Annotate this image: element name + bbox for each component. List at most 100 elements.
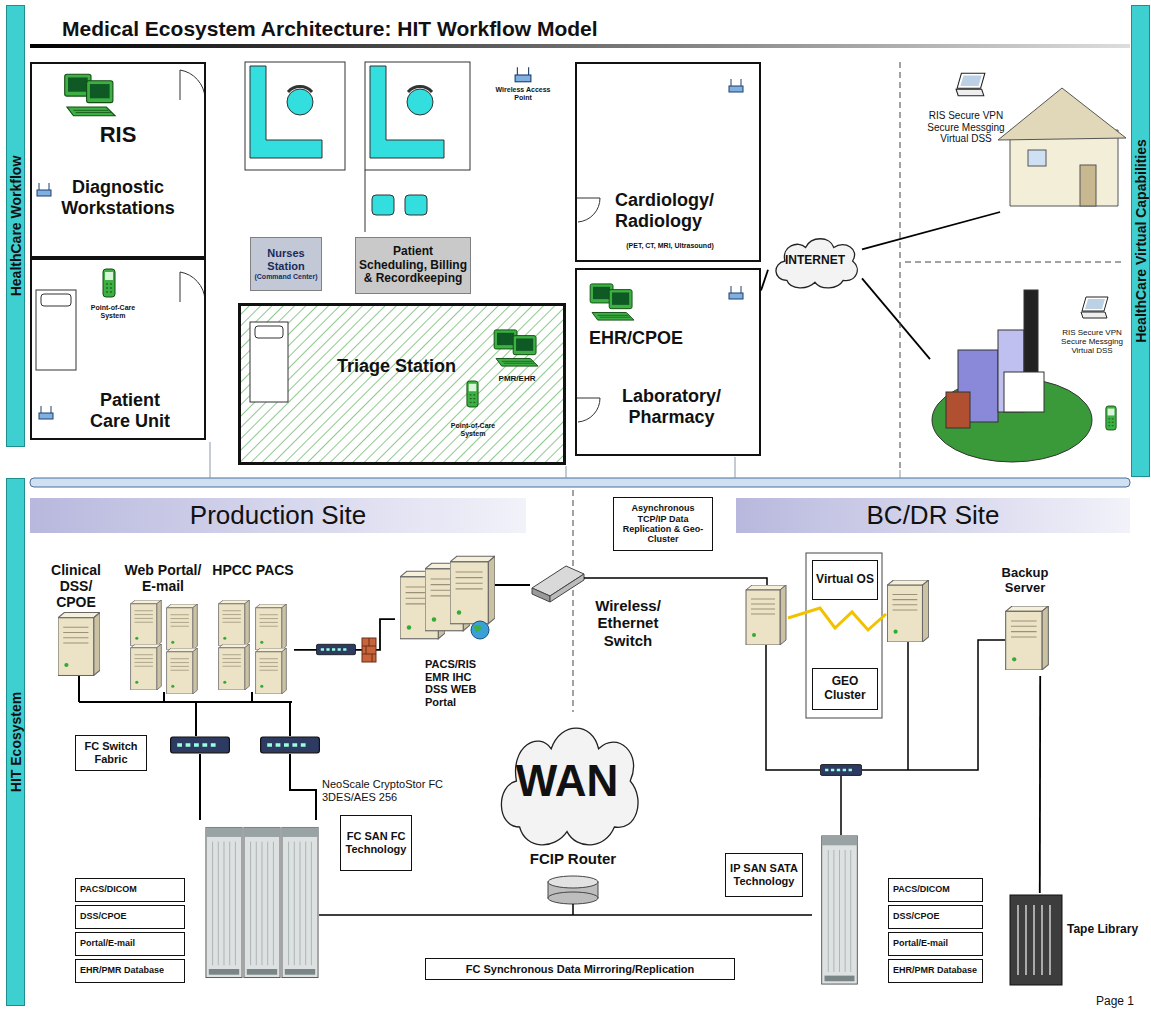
switch-icon <box>316 644 355 654</box>
site-banner: BC/DR Site <box>736 498 1130 533</box>
node-text: Diagnostic Workstations <box>40 177 196 218</box>
house-illustration <box>998 88 1126 206</box>
storage-rack <box>282 827 318 977</box>
cubicle-furniture <box>287 89 313 115</box>
lightning-link <box>788 608 886 630</box>
node-text: HPCC PACS <box>212 562 294 578</box>
handheld-icon <box>1106 406 1116 430</box>
server-icon <box>746 585 786 645</box>
node-text: PMR/EHR <box>487 374 547 383</box>
server-icon <box>219 644 250 690</box>
server-icon <box>167 604 198 650</box>
backbone-tube <box>30 478 1130 487</box>
node-text: Backup Server <box>985 566 1065 596</box>
node-text: Triage Station <box>329 356 464 377</box>
router: FCIP Router <box>525 850 621 908</box>
software-box: GEO Cluster <box>812 668 878 710</box>
node-text: Nurses Station <box>254 247 318 272</box>
fc-switch-icon <box>261 737 320 753</box>
workstation-icon <box>494 330 538 366</box>
bed <box>250 322 288 402</box>
wireless-switch-icon <box>550 574 584 602</box>
firewall-icon <box>362 638 376 662</box>
node-text: HealthCare Workflow <box>7 156 23 297</box>
node-text: WAN <box>516 756 619 807</box>
globe-icon <box>471 621 489 639</box>
door <box>180 70 205 100</box>
city-illustration <box>1004 372 1044 412</box>
node-text: Cardiology/ Radiology <box>615 190 755 231</box>
node-text: (PET, CT, MRI, Ultrasound) <box>595 242 745 250</box>
server-cluster: PACS/RIS EMR IHC DSS WEB Portal <box>395 540 495 720</box>
server-icon <box>131 644 162 690</box>
access-point-icon <box>729 79 743 92</box>
node-text: RIS Secure VPN Secure Messging Virtual D… <box>1056 328 1128 356</box>
workstation-icon <box>590 284 634 320</box>
node-text: IP SAN SATA Technology <box>729 862 799 887</box>
router-icon <box>548 892 598 904</box>
door <box>577 398 600 422</box>
node-text: GEO Cluster <box>816 675 874 703</box>
node-text: FC Synchronous Data Mirroring/Replicatio… <box>466 963 695 976</box>
cubicle-furniture <box>250 66 322 158</box>
door <box>180 272 205 302</box>
node-text: Patient Scheduling, Billing & Recordkeep… <box>359 245 467 286</box>
internet-cloud: INTERNET <box>768 232 862 290</box>
node-text: Patient Care Unit <box>80 390 180 431</box>
server: Clinical DSS/ CPOE <box>40 562 112 680</box>
house-illustration <box>998 88 1126 140</box>
sync-wire <box>319 904 812 915</box>
storage-rack <box>244 827 280 977</box>
storage-rack <box>206 827 242 977</box>
node-text: FC SAN FC Technology <box>344 830 408 855</box>
storage-rack <box>206 827 857 984</box>
wan-cloud: WAN <box>488 712 646 850</box>
cubicle-furniture <box>365 62 470 170</box>
node-text: BC/DR Site <box>867 501 1000 531</box>
note-box: FC Synchronous Data Mirroring/Replicatio… <box>425 958 735 980</box>
handheld-icon <box>467 381 478 407</box>
server-icon <box>256 604 287 650</box>
software-box: Virtual OS <box>812 560 878 600</box>
bed <box>41 294 71 306</box>
server-icon <box>219 600 250 646</box>
city-illustration <box>946 392 970 428</box>
note-box: FC SAN FC Technology <box>340 815 412 871</box>
bed <box>255 326 283 338</box>
network-link <box>862 212 1000 249</box>
laptop-icon <box>1081 297 1108 318</box>
access-point-icon <box>37 183 51 196</box>
note-box: FC Switch Fabric <box>75 735 147 771</box>
room: RISDiagnostic Workstations <box>30 62 206 258</box>
router-icon <box>548 876 598 904</box>
server-icon <box>167 648 198 694</box>
device-label: NeoScale CryptoStor FC 3DES/AES 256 <box>322 778 467 803</box>
router-icon <box>548 876 598 888</box>
node-text: Asynchronous TCP/IP Data Replication & G… <box>617 503 709 544</box>
note-box: IP SAN SATA Technology <box>725 853 803 897</box>
cubicle-furniture <box>372 195 394 215</box>
side-band: HealthCare Workflow <box>6 5 25 447</box>
handheld-icon <box>103 269 115 297</box>
diagram-title: Medical Ecosystem Architecture: HIT Work… <box>62 17 598 41</box>
firewall-icon <box>362 638 376 662</box>
door <box>180 70 600 422</box>
table-cell: DSS/CPOE <box>888 905 983 929</box>
table-cell: PACS/DICOM <box>888 878 983 902</box>
node-text: PACS/RIS EMR IHC DSS WEB Portal <box>425 658 491 709</box>
server-icon <box>58 613 100 676</box>
cubicle-furniture <box>288 87 312 92</box>
node-text: Point-of-Care System <box>446 422 500 438</box>
tape-library: Tape Library <box>1005 893 1147 988</box>
department-room: EHR/CPOELaboratory/ Pharmacy <box>575 268 761 456</box>
house-illustration <box>1010 130 1118 206</box>
node-text: Wireless/ Ethernet Switch <box>585 597 671 649</box>
workstation-icon <box>65 74 634 366</box>
fc-switch-icon <box>171 737 230 753</box>
room: Point-of-Care SystemPatient Care Unit <box>30 258 206 440</box>
house-illustration <box>1080 165 1096 206</box>
network-switch: Wireless/ Ethernet Switch <box>530 565 671 665</box>
network-wire <box>766 640 1005 835</box>
firewall-icon <box>362 638 376 662</box>
